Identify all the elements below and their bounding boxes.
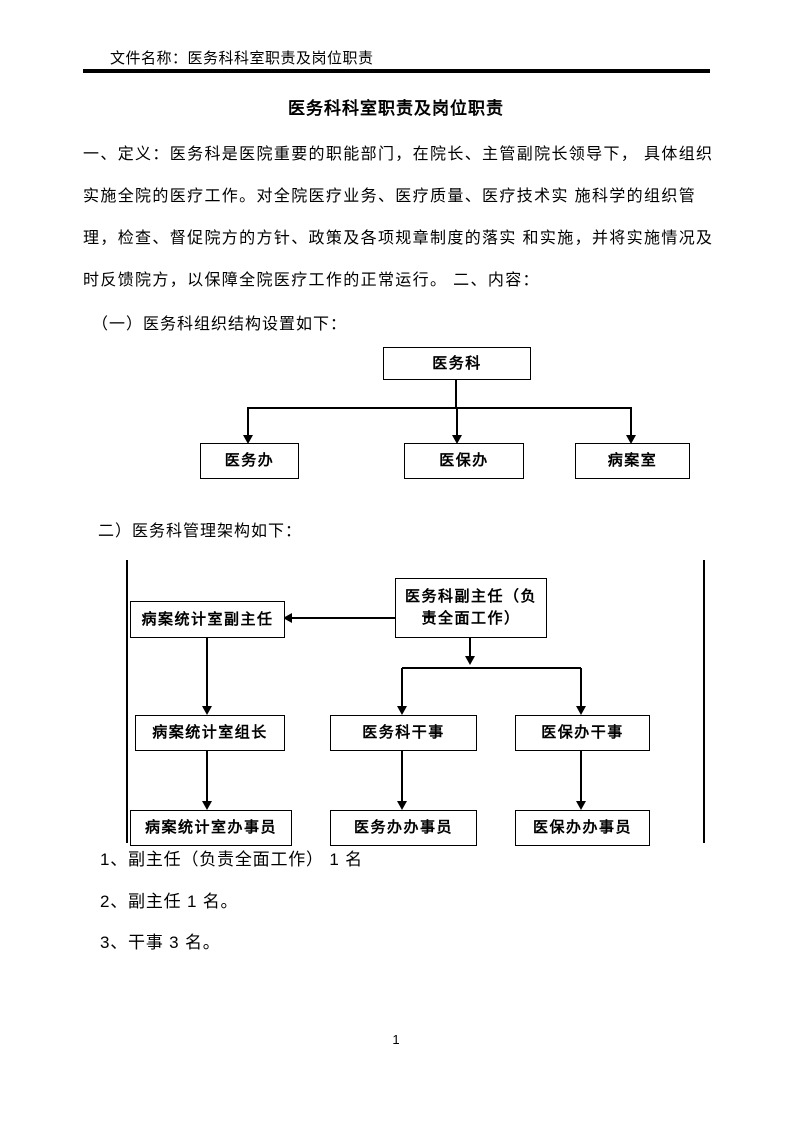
body-paragraph-line: 实施全院的医疗工作。对全院医疗业务、医疗质量、医疗技术实 施科学的组织管 — [83, 188, 697, 205]
document-title: 医务科科室职责及岗位职责 — [288, 99, 504, 118]
chart2-box-insurance-clerk: 医保办办事员 — [515, 810, 650, 846]
list-item: 1、副主任（负责全面工作） 1 名 — [100, 850, 363, 869]
section-1-heading: （一）医务科组织结构设置如下： — [92, 316, 348, 333]
document-header-label: 文件名称：医务科科室职责及岗位职责 — [110, 50, 374, 67]
page-number: 1 — [392, 1032, 400, 1047]
chart2-root-box: 医务科副主任（负 责全面工作） — [395, 578, 547, 638]
chart2-root-line-1: 医务科副主任（负 — [404, 589, 537, 605]
header-rule — [83, 69, 710, 73]
chart2-box-records-deputy: 病案统计室副主任 — [130, 601, 285, 638]
body-paragraph-line: 理，检查、督促院方的方针、政策及各项规章制度的落实 和实施，并将实施情况及 — [83, 230, 714, 247]
chart1-child-box-records-room: 病案室 — [575, 443, 690, 479]
body-paragraph-line: 时反馈院方，以保障全院医疗工作的正常运行。 二、内容： — [83, 272, 540, 289]
chart2-box-medical-officer: 医务科干事 — [330, 715, 477, 751]
chart2-box-records-clerk: 病案统计室办事员 — [130, 810, 292, 846]
chart1-child-box-insurance-office: 医保办 — [404, 443, 524, 479]
chart2-box-records-lead: 病案统计室组长 — [135, 715, 285, 751]
section-2-heading: 二）医务科管理架构如下： — [98, 523, 303, 540]
chart2-box-insurance-officer: 医保办干事 — [515, 715, 650, 751]
list-item: 3、干事 3 名。 — [100, 933, 221, 952]
chart2-root-line-2: 责全面工作） — [421, 611, 521, 627]
chart1-root-box: 医务科 — [383, 347, 531, 380]
chart2-box-medical-clerk: 医务办办事员 — [330, 810, 477, 846]
list-item: 2、副主任 1 名。 — [100, 892, 239, 911]
body-paragraph-line: 一、定义：医务科是医院重要的职能部门，在院长、主管副院长领导下， 具体组织 — [83, 146, 714, 163]
chart1-child-box-medical-affairs-office: 医务办 — [200, 443, 299, 479]
